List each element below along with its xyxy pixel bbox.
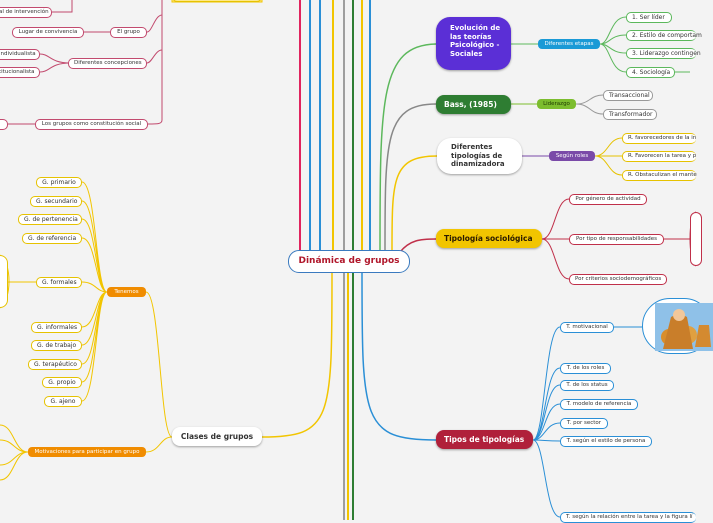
tipos-item[interactable]: T. por sector	[560, 418, 608, 429]
tag-motivaciones[interactable]: Motivaciones para participar en grupo	[28, 447, 146, 457]
sociologica-item[interactable]: Por criterios sociodemográficos	[569, 274, 667, 285]
root-node[interactable]: Dinámica de grupos	[288, 250, 410, 273]
topic-tipos-tipologias[interactable]: Tipos de tipologías	[436, 430, 533, 449]
evolucion-item[interactable]: 1. Ser líder	[626, 12, 672, 23]
topic-clases-grupos[interactable]: Clases de grupos	[172, 427, 262, 446]
concepciones-node[interactable]: Diferentes concepciones	[68, 58, 147, 69]
partial-left-node[interactable]	[0, 119, 8, 130]
clases-item[interactable]: G. ajeno	[44, 396, 82, 407]
evolucion-item[interactable]: 3. Liderazgo contingen	[626, 48, 701, 59]
institucion-node[interactable]: Los grupos como constitución social	[35, 119, 148, 130]
partial-right-node[interactable]	[690, 212, 702, 266]
topic-evolucion[interactable]: Evolución de las teorías Psicológico - S…	[436, 17, 511, 70]
tipos-item[interactable]: T. de los roles	[560, 363, 611, 374]
intervencion-node[interactable]: al de intervención	[0, 7, 52, 18]
hands-together-photo-icon	[655, 303, 713, 351]
evolucion-item[interactable]: 2. Estilo de comportam	[626, 30, 702, 41]
clases-item[interactable]: G. propio	[42, 377, 82, 388]
liderazgo-item[interactable]: Transaccional	[603, 90, 653, 101]
clases-item[interactable]: G. de trabajo	[31, 340, 82, 351]
tag-tenemos[interactable]: Tenemos	[107, 287, 146, 297]
institucionalista-node[interactable]: titucionalista	[0, 67, 40, 78]
tipos-item[interactable]: T. de los status	[560, 380, 614, 391]
topic-tipologia-sociologica[interactable]: Tipología sociológica	[436, 229, 542, 248]
clases-item[interactable]: G. informales	[31, 322, 82, 333]
tipos-item[interactable]: T. modelo de referencia	[560, 399, 638, 410]
clases-item[interactable]: G. secundario	[30, 196, 82, 207]
clases-item[interactable]: G. de pertenencia	[18, 214, 82, 225]
roles-item[interactable]: R. Favorecen la tarea y p	[622, 151, 696, 162]
topic-dinamizadora[interactable]: Diferentes tipologías de dinamizadora	[437, 138, 522, 174]
tipos-item[interactable]: T. según el estilo de persona	[560, 436, 652, 447]
sociologica-item[interactable]: Por género de actividad	[569, 194, 647, 205]
clases-item[interactable]: G. de referencia	[22, 233, 82, 244]
tipos-item[interactable]: T. motivacional	[560, 322, 614, 333]
roles-item[interactable]: R. favorecedores de la in	[622, 133, 696, 144]
liderazgo-item[interactable]: Transformador	[603, 109, 657, 120]
hands-together-image[interactable]	[642, 298, 713, 354]
partial-left-group-node[interactable]	[0, 255, 8, 308]
clases-item[interactable]: G. terapéutico	[28, 359, 82, 370]
tipos-item[interactable]: T. según la relación entre la tarea y la…	[560, 512, 696, 523]
individualista-node[interactable]: individualista	[0, 49, 40, 60]
lugar-node[interactable]: Lugar de convivencia	[12, 27, 84, 38]
el-grupo-node[interactable]: El grupo	[110, 27, 147, 38]
clases-item[interactable]: G. formales	[36, 277, 82, 288]
sociologica-item[interactable]: Por tipo de responsabilidades	[569, 234, 664, 245]
tag-diferentes-etapas[interactable]: Diferentes etapas	[538, 39, 600, 49]
topic-bass[interactable]: Bass, (1985)	[436, 95, 511, 114]
clases-item[interactable]: G. primario	[36, 177, 82, 188]
evolucion-item[interactable]: 4. Sociología	[626, 67, 675, 78]
roles-item[interactable]: R. Obstaculizan el mante	[622, 170, 697, 181]
partial-top-node[interactable]	[172, 0, 262, 2]
tag-segun-roles[interactable]: Según roles	[549, 151, 595, 161]
tag-liderazgo[interactable]: Liderazgo	[537, 99, 576, 109]
